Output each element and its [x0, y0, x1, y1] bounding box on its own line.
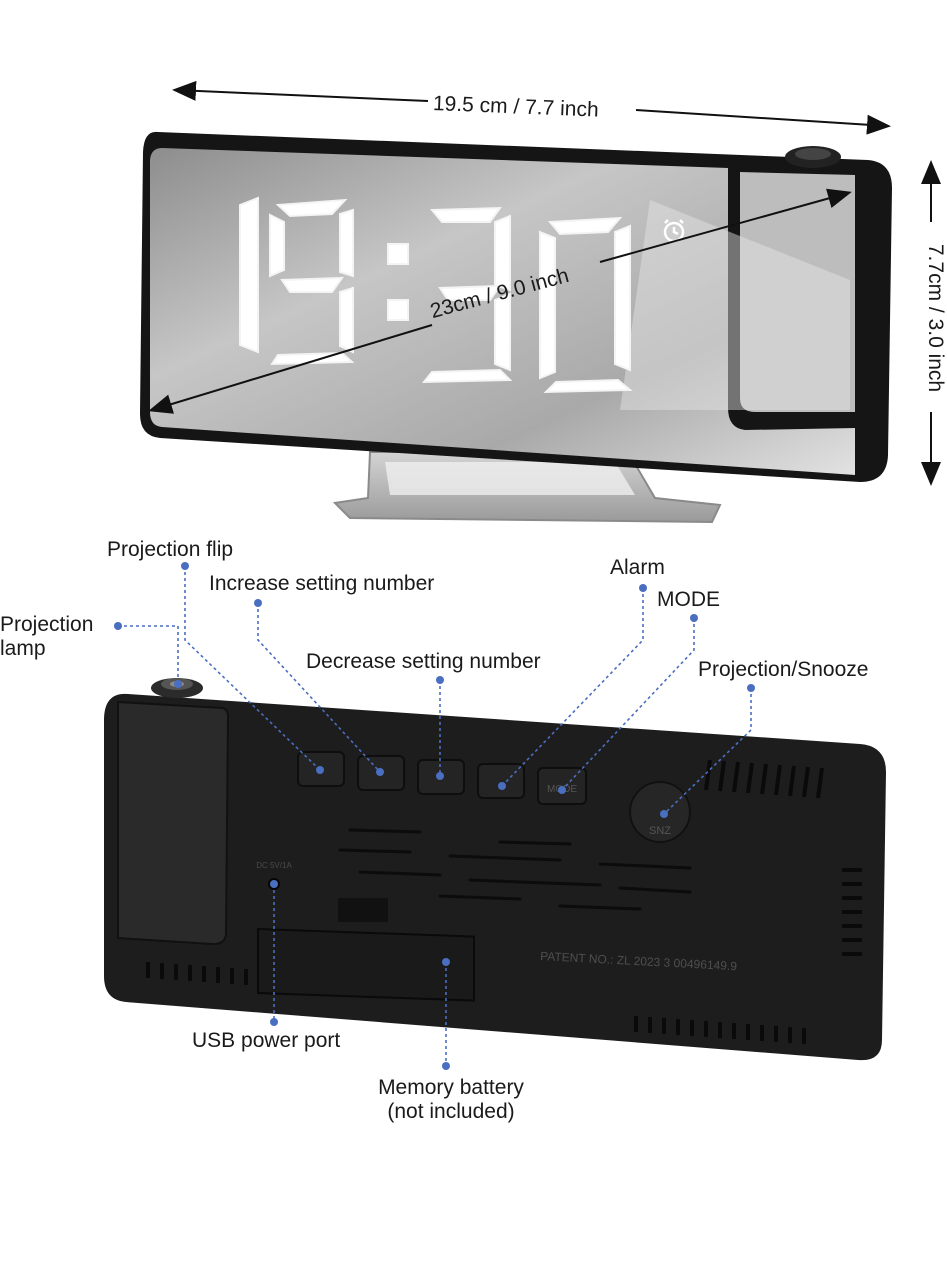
callout-dots: [114, 562, 755, 1070]
increase-label: Increase setting number: [209, 572, 435, 595]
clock-back: MODE SNZ DC 5V/1A PATENT NO.: ZL 2023 3 …: [104, 678, 886, 1061]
usb-port-label: USB power port: [192, 1029, 341, 1052]
projection-flip-label: Projection flip: [107, 538, 234, 561]
speaker-grille: [338, 828, 692, 911]
leader-snooze: [663, 688, 752, 815]
callout-lines: [118, 566, 752, 1066]
alarm-label: Alarm: [610, 556, 665, 579]
digit-display: [239, 196, 633, 394]
leader-increase: [257, 603, 381, 773]
projector-window: [740, 172, 855, 412]
port-label-text: DC 5V/1A: [256, 861, 292, 870]
leader-alarm: [501, 588, 644, 787]
snooze-button: [629, 781, 691, 843]
battery-latch: [338, 898, 388, 922]
width-dimension-arrow: [172, 80, 891, 135]
vent-slots: [146, 759, 862, 1044]
battery-cover: [257, 927, 475, 1002]
leader-projection-flip: [184, 566, 321, 771]
clock-front: [140, 131, 892, 524]
battery-label-line1: Memory battery: [378, 1076, 524, 1099]
leader-mode: [561, 618, 695, 791]
diagonal-dimension-arrow: [148, 188, 852, 414]
decrease-label: Decrease setting number: [306, 650, 541, 673]
leader-projection-lamp: [118, 625, 179, 684]
projection-snooze-label: Projection/Snooze: [698, 658, 869, 681]
projection-lamp-label-line1: Projection: [0, 613, 94, 636]
snooze-button-text: SNZ: [649, 825, 671, 837]
battery-label-line2: (not included): [387, 1100, 515, 1123]
height-dimension-label: 7.7cm / 3.0 inch: [924, 243, 947, 393]
alarm-button: [477, 763, 525, 799]
projection-lamp-label-line2: lamp: [0, 637, 46, 660]
mode-label: MODE: [657, 588, 720, 611]
